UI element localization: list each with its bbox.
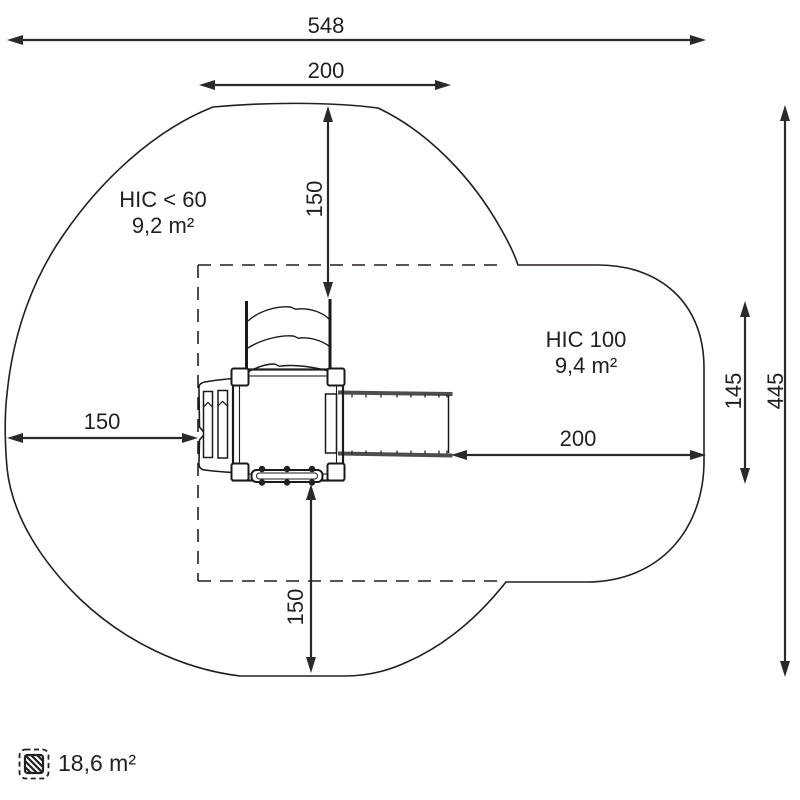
tower-post	[230, 462, 250, 482]
arrowhead-up-icon	[740, 301, 750, 317]
label-upper-clearance: 150	[302, 181, 327, 218]
slide-rail-bottom	[337, 451, 453, 458]
label-upper-width: 200	[308, 58, 345, 83]
dim-overall-width	[7, 35, 706, 45]
arrowhead-down-icon	[306, 657, 316, 673]
zone-hic60-name: HIC < 60	[119, 187, 206, 212]
label-left-clearance: 150	[84, 409, 121, 434]
arrowhead-down-icon	[323, 282, 333, 298]
arrowhead-left-icon	[451, 450, 467, 460]
arrowhead-left-icon	[7, 433, 23, 443]
play-equipment	[198, 299, 453, 486]
arrowhead-left-icon	[7, 35, 23, 45]
climber-slat	[217, 389, 229, 459]
arrowhead-left-icon	[199, 80, 215, 90]
dim-upper-width	[199, 80, 451, 90]
climber-slat-notch	[217, 400, 228, 407]
arrowhead-down-icon	[740, 468, 750, 484]
arrowhead-up-icon	[323, 106, 333, 122]
climber-slat-notch	[203, 401, 213, 408]
arrowhead-right-icon	[690, 450, 706, 460]
label-right-clearance: 200	[560, 426, 597, 451]
zone-hic100: HIC 100 9,4 m²	[546, 327, 627, 378]
zone-hic60-area: 9,2 m²	[132, 213, 194, 238]
dim-lower-clearance	[306, 484, 316, 673]
zone-hic60: HIC < 60 9,2 m²	[119, 187, 206, 238]
dim-right-clearance	[451, 450, 706, 460]
arrowhead-right-icon	[690, 35, 706, 45]
tower-post	[326, 462, 346, 482]
arrowhead-up-icon	[306, 484, 316, 500]
zone-hic100-area: 9,4 m²	[555, 353, 617, 378]
hatched-area-icon	[18, 748, 50, 780]
dim-upper-clearance	[323, 106, 333, 298]
label-unit-depth: 145	[721, 373, 746, 410]
tower-frame-outer	[231, 368, 345, 482]
arrowhead-up-icon	[780, 105, 790, 121]
legend-total-area: 18,6 m²	[58, 750, 136, 776]
legend: 18,6 m²	[18, 748, 136, 780]
arrowhead-right-icon	[435, 80, 451, 90]
tower-post	[230, 367, 250, 387]
access-bar-slot	[256, 472, 318, 480]
dim-left-clearance	[7, 433, 198, 443]
climber-slat	[202, 390, 214, 459]
zone-hic100-name: HIC 100	[546, 327, 627, 352]
access-bar-bolts	[258, 465, 316, 486]
label-overall-depth: 445	[763, 373, 788, 410]
label-overall-width: 548	[308, 13, 345, 38]
arrowhead-down-icon	[780, 661, 790, 677]
slide-rail-top	[337, 390, 453, 396]
slide-rail-ticks	[351, 394, 448, 454]
dim-overall-depth	[780, 105, 790, 677]
safety-zone-outline	[4, 102, 705, 677]
arrowhead-right-icon	[182, 433, 198, 443]
tower-post	[326, 367, 346, 387]
label-lower-clearance: 150	[283, 589, 308, 626]
dim-unit-depth	[740, 301, 750, 484]
climb-waves	[247, 306, 330, 373]
hic100-boundary	[197, 264, 503, 582]
dimension-lines	[7, 35, 790, 677]
